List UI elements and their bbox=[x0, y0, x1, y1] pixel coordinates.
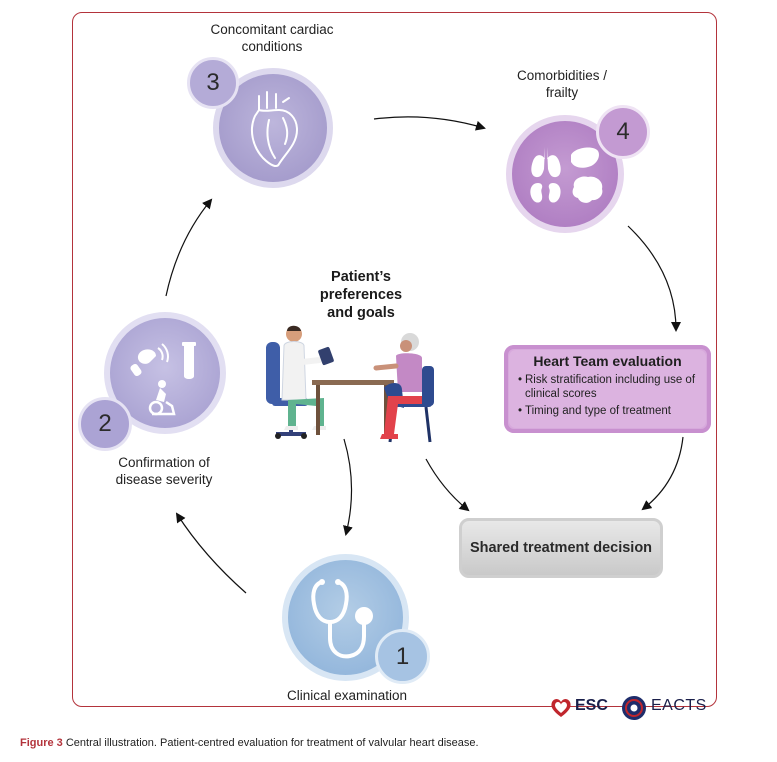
arrow-4-to-heart-team bbox=[627, 225, 681, 332]
patient-figure bbox=[373, 333, 422, 439]
caption-text: Central illustration. Patient-centred ev… bbox=[65, 737, 479, 749]
heart-team-list: •Risk stratification including use of cl… bbox=[518, 373, 705, 421]
step2-number-badge: 2 bbox=[78, 397, 132, 451]
arrow-2-to-3 bbox=[165, 198, 213, 297]
shared-decision-box: Shared treatment decision bbox=[459, 518, 663, 578]
exercise-bike-icon bbox=[148, 380, 176, 416]
eacts-logo-text: EACTS bbox=[651, 697, 707, 714]
step3-number-badge: 3 bbox=[187, 57, 239, 109]
step4-circle bbox=[506, 115, 624, 233]
caption-figure-number: Figure 3 bbox=[20, 737, 63, 749]
step3-label: Concomitant cardiac conditions bbox=[210, 22, 334, 54]
arrow-3-to-4 bbox=[373, 116, 486, 131]
doctor-patient-illustration bbox=[266, 325, 434, 443]
step4-label: Comorbidities / frailty bbox=[516, 68, 608, 100]
heart-team-item: •Risk stratification including use of cl… bbox=[518, 374, 696, 400]
heart-icon bbox=[250, 91, 298, 167]
kidneys-icon bbox=[530, 183, 561, 203]
doctor-figure bbox=[281, 325, 334, 430]
society-logos: ESC EACTS bbox=[549, 694, 709, 722]
shared-decision-label: Shared treatment decision bbox=[469, 540, 653, 556]
step4-number-badge: 4 bbox=[596, 105, 650, 159]
ultrasound-probe-icon bbox=[130, 343, 169, 377]
arrow-heart-team-to-decision bbox=[641, 436, 684, 511]
arrow-patient-to-decision bbox=[425, 458, 470, 512]
stethoscope-icon bbox=[311, 579, 373, 659]
diagram-frame bbox=[72, 12, 717, 707]
desk bbox=[312, 380, 394, 435]
figure-caption: Figure 3 Central illustration. Patient-c… bbox=[20, 737, 479, 749]
arrow-patient-to-1 bbox=[343, 438, 353, 536]
heart-team-box: Heart Team evaluation •Risk stratificati… bbox=[504, 345, 711, 433]
step1-label: Clinical examination bbox=[286, 688, 408, 703]
eacts-logo-icon bbox=[622, 696, 646, 720]
step1-number-badge: 1 bbox=[375, 629, 430, 684]
test-tube-icon bbox=[182, 342, 196, 379]
lungs-icon bbox=[531, 147, 561, 178]
liver-icon bbox=[571, 147, 599, 168]
patient-preferences-title: Patient’s preferences and goals bbox=[319, 269, 403, 321]
step2-label: Confirmation of disease severity bbox=[115, 455, 213, 487]
esc-logo-text: ESC bbox=[575, 697, 608, 714]
brain-icon bbox=[572, 176, 603, 203]
arrow-1-to-2 bbox=[175, 512, 247, 594]
heart-team-item: •Timing and type of treatment bbox=[518, 405, 671, 417]
heart-team-title: Heart Team evaluation bbox=[533, 353, 682, 369]
esc-logo-icon bbox=[551, 699, 571, 717]
